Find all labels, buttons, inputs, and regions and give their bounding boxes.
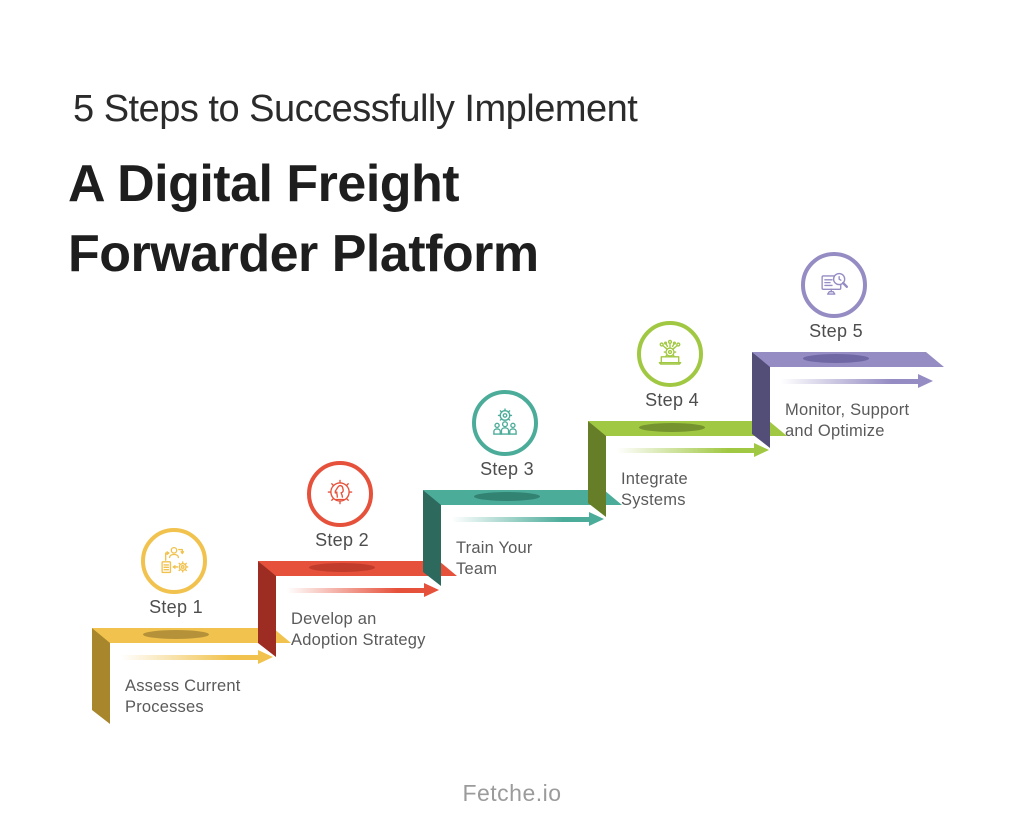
arrow-shaft [778,379,920,384]
arrow-shaft [614,448,756,453]
step-1-icon-circle [141,528,207,594]
step-arrow [118,650,273,664]
step-3-icon-circle [472,390,538,456]
system-integration-icon [658,339,682,365]
icon-shadow-ellipse [143,630,209,639]
step-riser [752,352,770,448]
step-label: Step 1 [149,597,203,617]
step-5-icon-circle [801,252,867,318]
step-4-icon-circle [637,321,703,387]
arrow-head [918,374,933,388]
step-arrow [614,443,769,457]
step-riser [258,561,276,657]
step-arrow [449,512,604,526]
arrow-shaft [284,588,426,593]
step-riser [423,490,441,586]
arrow-head [589,512,604,526]
arrow-head [754,443,769,457]
step-2-icon-circle [307,461,373,527]
icon-shadow-ellipse [803,354,869,363]
step-arrow [778,374,933,388]
monitor-search-icon [821,272,849,295]
step-label: Step 3 [480,459,534,479]
step-arrow [284,583,439,597]
arrow-shaft [118,655,260,660]
strategy-chess-icon [327,479,353,505]
step-riser [588,421,606,517]
team-training-icon [493,408,517,435]
icon-shadow-ellipse [639,423,705,432]
step-riser [92,628,110,724]
icon-shadow-ellipse [474,492,540,501]
arrow-shaft [449,517,591,522]
title-subtitle: 5 Steps to Successfully Implement [73,88,638,130]
arrow-head [424,583,439,597]
step-label: Step 2 [315,530,369,550]
process-assessment-icon [161,546,189,574]
icon-shadow-ellipse [309,563,375,572]
step-label: Step 5 [809,321,863,341]
step-label: Step 4 [645,390,699,410]
brand-watermark: Fetche.io [462,780,562,806]
arrow-head [258,650,273,664]
